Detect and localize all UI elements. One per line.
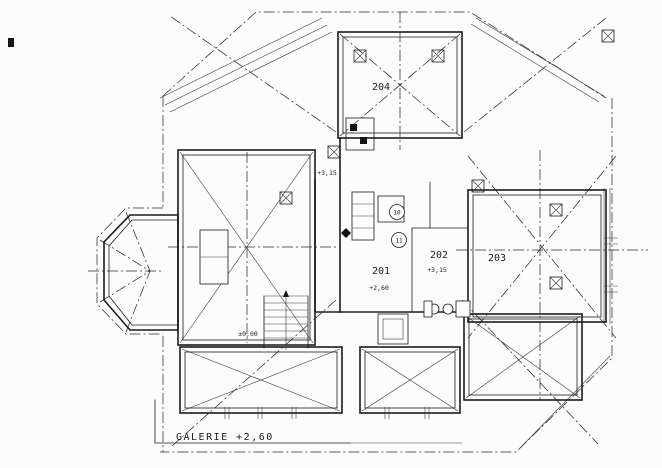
roof-edge-lines — [159, 17, 611, 449]
sheet-title: GALERIE +2,60 — [176, 432, 274, 443]
rooflight — [377, 313, 409, 345]
scan-artifact — [8, 38, 14, 47]
interior-walls — [108, 36, 602, 409]
level-label-202: +3,15 — [427, 266, 447, 274]
roof-window-icon — [327, 145, 341, 159]
ridge-hip-lines — [88, 12, 648, 447]
detail-marker-11-label: 11 — [395, 238, 403, 245]
labels: 204 201 +2,60 202 +3,15 203 +3,15 ±0,00 … — [176, 82, 506, 443]
roof-window-icon — [549, 276, 563, 290]
level-label-201: +2,60 — [369, 284, 389, 292]
room-label-202: 202 — [430, 250, 448, 261]
landing-fixtures — [341, 191, 405, 241]
roof-outline-lines — [96, 11, 613, 453]
furniture — [199, 229, 229, 285]
exterior-walls — [103, 31, 607, 414]
level-label-stair: ±0,00 — [238, 330, 258, 338]
detail-markers — [389, 204, 407, 248]
column-marker — [341, 228, 351, 238]
detail-marker-10-label: 10 — [393, 210, 401, 217]
window-ticks — [224, 237, 618, 419]
roof-window-icon — [279, 191, 293, 205]
wc-symbol — [423, 300, 433, 318]
chimney-block — [345, 117, 375, 151]
detail-marker-10 — [389, 204, 405, 220]
roof-window-icon — [353, 49, 367, 63]
room-label-203: 203 — [488, 253, 506, 264]
roof-window-icon — [601, 29, 615, 43]
bath-fixtures — [423, 300, 471, 318]
roof-window-icon — [549, 203, 563, 217]
title-block — [154, 399, 462, 444]
staircase — [263, 290, 309, 350]
level-label-landing: +3,15 — [317, 169, 337, 177]
sink-symbol — [442, 303, 454, 315]
room-label-201: 201 — [372, 266, 390, 277]
room-label-204: 204 — [372, 82, 390, 93]
wc-symbol — [455, 300, 471, 318]
detail-marker-11 — [391, 232, 407, 248]
